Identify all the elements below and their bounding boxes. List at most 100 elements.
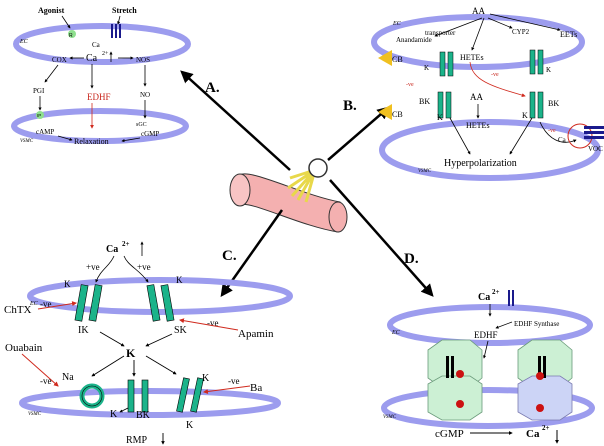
ikca-label: IK — [78, 325, 89, 336]
hetes-label: HETEs — [460, 53, 484, 62]
k-label-left: K — [64, 279, 71, 289]
ikca-channel — [74, 284, 103, 322]
ca-label: Ca — [558, 136, 567, 144]
no-label: NO — [140, 91, 150, 99]
ca-superscript: 2+ — [122, 240, 130, 248]
na-label: Na — [62, 372, 74, 383]
k-bottom-left-label: K — [110, 409, 118, 420]
skca-channel — [146, 284, 175, 322]
gap-junction-left — [427, 339, 483, 421]
edhf-synthase-label: EDHF Synthase — [514, 320, 559, 328]
ec-membrane — [27, 277, 293, 315]
relaxation-label: Relaxation — [74, 137, 109, 146]
k-center-label: K — [126, 346, 136, 360]
kir-channel — [176, 377, 204, 413]
panel-a: Agonist Stretch R EC Ca Ca 2+ COX NOS ED… — [11, 6, 191, 146]
ec-label: EC — [392, 21, 402, 27]
cgmp-label: cGMP — [141, 130, 159, 138]
chtx-neg-ve: -ve — [40, 299, 52, 309]
pgi2-label: PGI — [33, 87, 45, 95]
ip-label: IP — [37, 113, 41, 118]
k-plus-right: K — [522, 111, 528, 120]
ca-entry-label: Ca — [92, 41, 101, 49]
kca-label-left: K — [424, 64, 429, 72]
camp-label: cAMP — [36, 128, 54, 136]
ouabain-neg-ve: -ve — [40, 376, 52, 386]
panel-label-d: D. — [404, 251, 419, 267]
magnifier-icon — [287, 158, 328, 203]
edhf-label: EDHF — [474, 330, 498, 340]
ca-superscript: 2+ — [102, 51, 109, 57]
bkca-label-right: BK — [548, 99, 559, 108]
ca-label: Ca — [106, 244, 118, 255]
agonist-label: Agonist — [38, 6, 65, 15]
cyp2-label: CYP2 — [512, 28, 530, 36]
ca-bottom-label: Ca — [526, 428, 540, 440]
neg-label-cb1: -ve — [406, 82, 414, 88]
ca-label: Ca — [86, 53, 98, 64]
bkca-channel-right — [529, 91, 544, 119]
k-bottom-right-label: K — [186, 420, 194, 431]
cb1-receptor-bottom: CB — [378, 104, 403, 120]
nos-label: NOS — [136, 56, 150, 64]
bkca-channel-left — [437, 91, 452, 119]
stretch-channel-icon — [111, 24, 121, 38]
ca-superscript: 2+ — [492, 288, 500, 296]
kca-label-right: K — [546, 66, 551, 74]
ca-bottom-superscript: 2+ — [542, 424, 550, 432]
neg-label-hetes: -ve — [491, 72, 499, 78]
apamin-label: Apamin — [238, 328, 274, 340]
ip-receptor-icon — [36, 111, 44, 119]
ba-label: Ba — [250, 382, 262, 394]
ec-label: EC — [19, 39, 29, 45]
ba-neg-ve: -ve — [228, 376, 240, 386]
neg-label-voc: -ve — [548, 128, 556, 134]
hetes-vsmc-label: HETEs — [466, 121, 490, 130]
bkca-label: BK — [136, 410, 151, 421]
anandamide-label: Anandamide — [396, 36, 432, 44]
panel-label-c: C. — [222, 248, 237, 264]
aa-label: AA — [472, 6, 485, 16]
k-label-right: K — [176, 275, 183, 285]
skca-label: SK — [174, 325, 188, 336]
panel-label-a: A. — [205, 80, 220, 96]
kca-channel-left — [439, 51, 454, 77]
vsmc-label: VSMC — [28, 412, 42, 417]
voc-label: VOC — [588, 145, 603, 153]
cgmp-label: cGMP — [435, 428, 464, 440]
vsmc-membrane — [381, 387, 595, 429]
vsmc-membrane — [19, 388, 281, 418]
sgc-label: sGC — [136, 122, 147, 128]
receptor-icon — [68, 30, 76, 38]
panel-c: EC VSMC Ca 2+ +ve +ve K K ChTX -ve IK SK… — [4, 240, 293, 446]
ec-label: EC — [29, 301, 39, 307]
eets-label: EETs — [560, 30, 577, 39]
svg-text:CB: CB — [392, 55, 403, 64]
ca-label: Ca — [478, 292, 490, 303]
k-plus-left: K — [437, 113, 443, 122]
panel-b: EC AA Anandamide transporter CYP2 EETs H… — [371, 6, 604, 181]
bkca-channel — [127, 379, 149, 413]
ec-label: EC — [391, 330, 401, 336]
vsmc-label: VSMC — [20, 139, 34, 144]
hyperpolarization-label: Hyperpolarization — [444, 158, 517, 169]
kir-label: K — [202, 373, 210, 384]
receptor-label: R — [69, 33, 73, 39]
cox-label: COX — [52, 56, 67, 64]
vsmc-label: VSMC — [383, 415, 397, 420]
aa-vsmc-label: AA — [470, 92, 483, 102]
edhf-label: EDHF — [87, 92, 111, 102]
panel-d: EC VSMC Ca 2+ EDHF Synthase EDHF — [381, 288, 595, 444]
kca-channel-right — [529, 49, 544, 75]
stretch-label: Stretch — [112, 6, 137, 15]
vsmc-membrane — [379, 119, 601, 181]
gap-junction-right — [517, 339, 573, 421]
ec-membrane — [371, 14, 585, 70]
blood-vessel — [229, 158, 348, 233]
chtx-label: ChTX — [4, 304, 32, 316]
bkca-label-left: BK — [419, 97, 430, 106]
plus-ve-left: +ve — [86, 262, 100, 272]
ca-channel-icon — [508, 290, 514, 306]
apamin-neg-ve: -ve — [207, 318, 219, 328]
